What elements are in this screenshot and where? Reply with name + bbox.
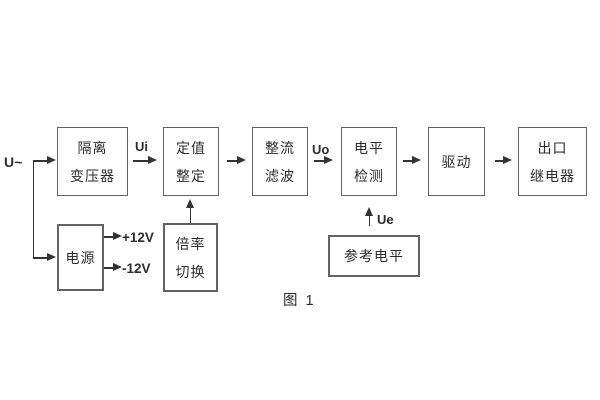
- arrow-right-icon: [503, 156, 512, 164]
- block-label: 切换: [175, 263, 206, 280]
- connector-drive-to-relay: [495, 160, 504, 162]
- arrow-right-icon: [113, 263, 122, 271]
- arrow-up-icon: [185, 199, 194, 208]
- block-label: 整定: [176, 167, 206, 184]
- label-ui: Ui: [135, 139, 148, 154]
- block-label: 整流: [265, 139, 295, 156]
- label-uo: Uo: [312, 142, 330, 157]
- label-minus-12v: -12V: [122, 261, 151, 276]
- connector-power-plus12: [104, 236, 114, 238]
- arrow-right-icon: [47, 156, 56, 164]
- connector-ratioswitch-to-setting: [189, 208, 191, 223]
- label-ue: Ue: [377, 212, 394, 227]
- arrow-right-icon: [237, 156, 246, 164]
- figure-caption: 图 1: [283, 293, 316, 309]
- label-plus-12v: +12V: [122, 230, 154, 245]
- connector-leveldetect-to-drive: [403, 160, 413, 162]
- block-label: 倍率: [175, 235, 206, 252]
- block-level-detect: 电平 检测: [341, 127, 397, 196]
- block-power: 电源: [57, 224, 104, 291]
- block-label: 检测: [354, 167, 384, 184]
- block-label: 电平: [354, 139, 384, 156]
- arrow-right-icon: [113, 232, 122, 240]
- block-label: 继电器: [530, 167, 575, 184]
- block-label: 电源: [65, 249, 96, 266]
- connector-input-to-transformer: [33, 160, 48, 162]
- block-setting: 定值 整定: [163, 127, 219, 196]
- block-label: 出口: [537, 139, 568, 156]
- block-label: 参考电平: [344, 248, 404, 264]
- arrow-right-icon: [324, 156, 333, 164]
- arrow-right-icon: [47, 253, 56, 261]
- connector-reference-to-leveldetect: [368, 216, 370, 226]
- block-label: 驱动: [441, 153, 472, 170]
- block-label: 滤波: [265, 167, 295, 184]
- connector-input-to-power: [33, 257, 48, 259]
- block-ratio-switch: 倍率 切换: [163, 223, 218, 292]
- label-input-voltage: U~: [4, 154, 23, 170]
- connector-rectifier-to-leveldetect: [314, 160, 325, 162]
- block-output-relay: 出口 继电器: [518, 127, 587, 196]
- block-isolation-transformer: 隔离 变压器: [57, 127, 128, 196]
- block-rectifier-filter: 整流 滤波: [252, 127, 308, 196]
- connector-transformer-to-setting: [133, 160, 149, 162]
- block-label: 隔离: [77, 139, 108, 156]
- block-drive: 驱动: [428, 127, 485, 196]
- connector-input-branch: [32, 160, 34, 258]
- block-label: 定值: [176, 139, 206, 156]
- arrow-right-icon: [412, 156, 421, 164]
- arrow-up-icon: [364, 207, 373, 216]
- connector-setting-to-rectifier: [227, 160, 238, 162]
- block-label: 变压器: [70, 167, 115, 184]
- connector-power-minus12: [104, 267, 114, 269]
- arrow-right-icon: [148, 156, 157, 164]
- block-reference-level: 参考电平: [328, 235, 420, 277]
